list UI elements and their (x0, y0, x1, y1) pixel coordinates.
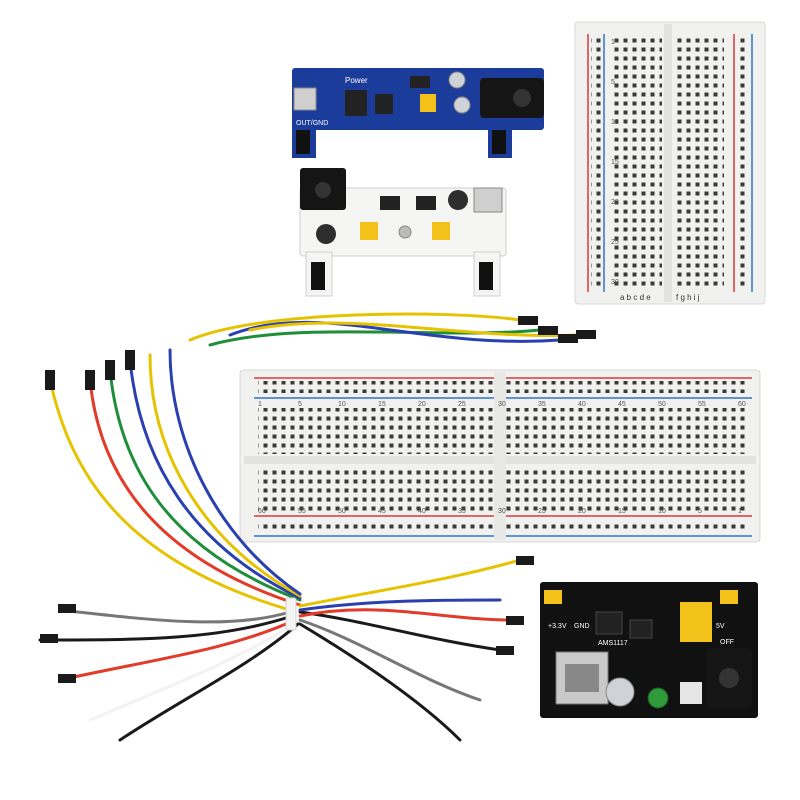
black-module-label-d: OFF (720, 639, 734, 646)
tall-bb-number: 1 (611, 39, 615, 46)
wide-bb-number-top: 35 (538, 401, 546, 408)
wide-bb-number-top: 45 (618, 401, 626, 408)
wide-breadboard (239, 369, 761, 543)
black-module-label-e: AMS1117 (598, 640, 628, 647)
tall-bb-number: 20 (611, 199, 619, 206)
blue-module-label-power: Power (345, 76, 368, 85)
wide-bb-number-bottom: 15 (618, 508, 626, 515)
wide-bb-number-bottom: 30 (498, 508, 506, 515)
wide-bb-number-top: 40 (578, 401, 586, 408)
wide-bb-number-bottom: 20 (578, 508, 586, 515)
tall-bb-number: 30 (611, 279, 619, 286)
wide-bb-number-bottom: 55 (298, 508, 306, 515)
tall-bb-label-right: f g h i j (676, 293, 700, 302)
jumper-wires (38, 312, 582, 742)
blue-power-module: Power OUT/GND (292, 68, 544, 158)
wide-bb-number-bottom: 40 (418, 508, 426, 515)
black-module-label-a: +3.3V (548, 623, 567, 630)
blue-module-label-out: OUT/GND (296, 120, 328, 127)
tall-bb-label-left: a b c d e (620, 293, 651, 302)
wide-bb-number-bottom: 60 (258, 508, 266, 515)
wide-bb-number-bottom: 50 (338, 508, 346, 515)
wide-bb-number-top: 20 (418, 401, 426, 408)
wide-bb-number-top: 30 (498, 401, 506, 408)
tall-bb-number: 5 (611, 79, 615, 86)
black-power-module: +3.3V GND AMS1117 5V OFF (540, 582, 758, 718)
wide-bb-number-top: 25 (458, 401, 466, 408)
tall-bb-number: 25 (611, 239, 619, 246)
wide-bb-number-bottom: 45 (378, 508, 386, 515)
wide-bb-number-top: 55 (698, 401, 706, 408)
wide-bb-number-top: 60 (738, 401, 746, 408)
wide-bb-number-top: 5 (298, 401, 302, 408)
wide-bb-number-bottom: 25 (538, 508, 546, 515)
wide-bb-number-bottom: 10 (658, 508, 666, 515)
wide-bb-number-top: 50 (658, 401, 666, 408)
jumper-pins (40, 316, 596, 683)
wide-bb-number-top: 1 (258, 401, 262, 408)
wire-tie (285, 597, 297, 631)
wide-bb-number-top: 10 (338, 401, 346, 408)
black-module-label-c: 5V (716, 623, 725, 630)
wide-bb-number-bottom: 5 (698, 508, 702, 515)
wide-bb-number-bottom: 35 (458, 508, 466, 515)
wide-bb-number-top: 15 (378, 401, 386, 408)
tall-bb-number: 10 (611, 119, 619, 126)
wide-bb-number-bottom: 1 (738, 508, 742, 515)
tall-bb-number: 15 (611, 159, 619, 166)
black-module-label-b: GND (574, 623, 590, 630)
tall-breadboard: a b c d e f g h i j (574, 21, 766, 305)
white-power-module (299, 168, 507, 297)
